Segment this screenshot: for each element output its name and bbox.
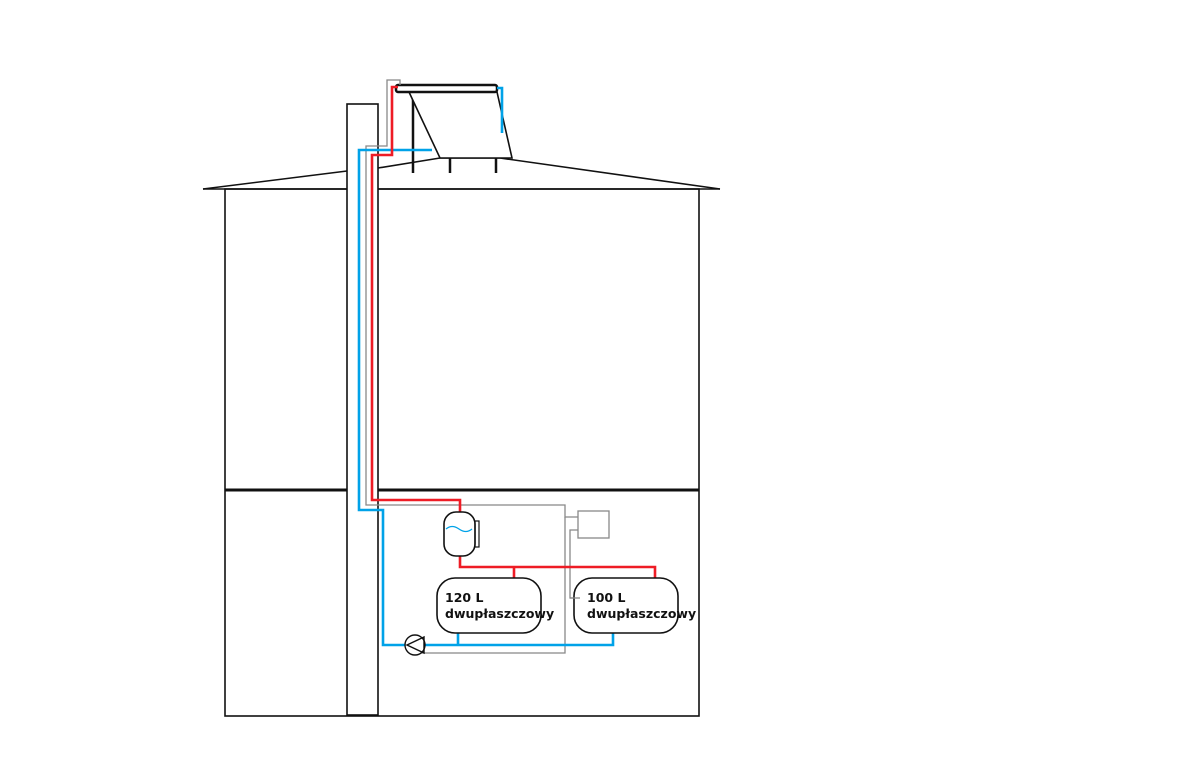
roof-right xyxy=(377,157,721,190)
chimney xyxy=(346,103,379,716)
tank-120-volume: 120 L xyxy=(445,590,484,605)
solar-collector xyxy=(394,83,514,173)
circulation-pump xyxy=(404,634,426,656)
tank-120-type: dwupłaszczowy xyxy=(445,606,555,621)
house-walls xyxy=(224,188,700,717)
tank-100-type: dwupłaszczowy xyxy=(587,606,697,621)
tank-100-body xyxy=(573,577,679,634)
cold-return-pipe xyxy=(357,86,615,647)
hot-supply-pipe xyxy=(370,85,657,578)
tank-120-label: 120 L dwupłaszczowy xyxy=(445,590,554,622)
roof-left xyxy=(202,170,348,190)
tank-120-body xyxy=(436,577,542,634)
tank-100-label: 100 L dwupłaszczowy xyxy=(587,590,696,622)
expansion-vessel xyxy=(443,511,480,557)
tank-100-volume: 100 L xyxy=(587,590,626,605)
solar-controller xyxy=(577,510,610,539)
